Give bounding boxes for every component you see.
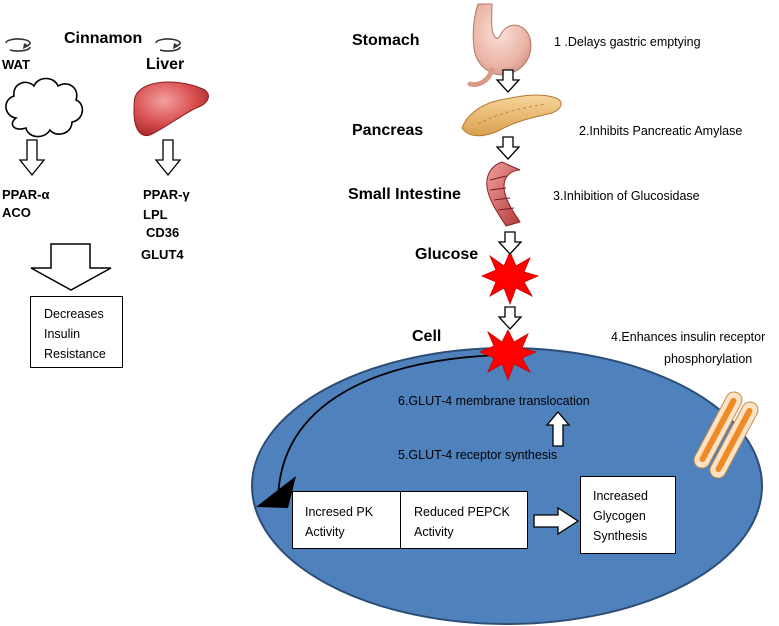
effect-3: 3.Inhibition of Glucosidase: [553, 189, 700, 203]
circular-arrow-icon: [5, 38, 31, 52]
pepck-box: Reduced PEPCK Activity: [400, 491, 528, 549]
pepck-line: Activity: [414, 525, 454, 539]
pepck-line: Reduced PEPCK: [414, 505, 510, 519]
cell-label: Cell: [412, 328, 442, 345]
glycogen-line: Increased: [593, 489, 648, 503]
down-arrow-liver: [154, 139, 182, 177]
liver-label: Liver: [146, 56, 185, 73]
pancreas-label: Pancreas: [352, 122, 424, 139]
glycogen-box: Increased Glycogen Synthesis: [580, 476, 676, 554]
result-box: Decreases Insulin Resistance: [30, 296, 123, 368]
pancreas-icon: [461, 94, 562, 137]
wat-label: WAT: [2, 57, 30, 72]
starburst-icon: [480, 250, 540, 306]
effect-4-continued: phosphorylation: [664, 352, 753, 366]
starburst-icon: [478, 329, 538, 382]
intestine-icon: [486, 161, 521, 227]
adipose-cloud-icon: [5, 77, 84, 138]
cell-body: [251, 347, 763, 625]
result-line: Resistance: [44, 347, 106, 361]
big-down-arrow: [30, 243, 112, 291]
pk-box: Incresed PK Activity: [292, 491, 402, 549]
down-arrow-intestine: [497, 231, 523, 255]
liver-marker: LPL: [143, 207, 168, 222]
cell-curved-arrow: [277, 354, 499, 501]
wat-marker: ACO: [2, 205, 31, 220]
effect-6: 6.GLUT-4 membrane translocation: [398, 394, 590, 408]
wat-marker: PPAR-α: [2, 187, 50, 202]
result-line: Decreases: [44, 307, 104, 321]
liver-marker: PPAR-γ: [143, 187, 190, 202]
effect-2: 2.Inhibits Pancreatic Amylase: [579, 124, 743, 138]
down-arrow-stomach: [495, 69, 521, 93]
liver-marker: GLUT4: [141, 247, 184, 262]
down-arrow-pancreas: [495, 136, 521, 160]
liver-marker: CD36: [146, 225, 180, 240]
pk-line: Activity: [305, 525, 345, 539]
liver-icon: [133, 81, 209, 136]
glycogen-line: Synthesis: [593, 529, 648, 543]
down-arrow-wat: [18, 139, 46, 177]
pk-line: Incresed PK: [305, 505, 374, 519]
up-arrow-glut4: [545, 410, 571, 447]
effect-1: 1 .Delays gastric emptying: [554, 35, 701, 49]
glycogen-line: Glycogen: [593, 509, 646, 523]
effect-4: 4.Enhances insulin receptor: [611, 330, 766, 344]
down-arrow-glucose: [497, 306, 523, 330]
cell-arrowhead: [256, 476, 296, 508]
glucose-label: Glucose: [415, 246, 479, 263]
insulin-receptor-icon: [693, 391, 759, 479]
effect-5: 5.GLUT-4 receptor synthesis: [398, 448, 558, 462]
stomach-icon: [467, 3, 532, 87]
stomach-label: Stomach: [352, 32, 420, 49]
small-intestine-label: Small Intestine: [348, 186, 461, 203]
result-line: Insulin: [44, 327, 81, 341]
cinnamon-title: Cinnamon: [64, 30, 143, 47]
circular-arrow-icon: [155, 38, 181, 52]
right-arrow-glycogen: [533, 506, 580, 536]
